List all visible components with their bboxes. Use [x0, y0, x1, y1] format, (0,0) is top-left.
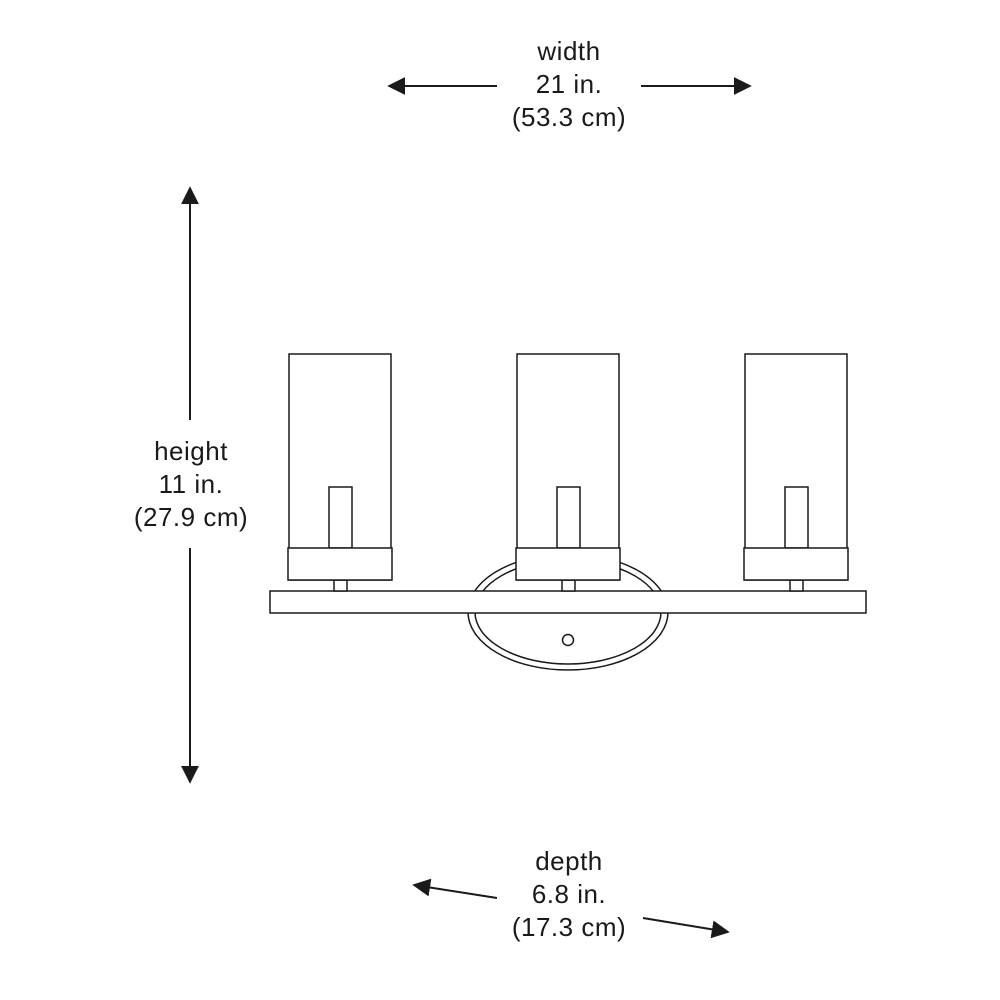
- depth-metric: (17.3 cm): [511, 912, 627, 942]
- height-imperial: 11 in.: [158, 469, 224, 499]
- shade-right: [743, 353, 849, 592]
- width-title: width: [537, 36, 601, 66]
- height-metric: (27.9 cm): [133, 502, 249, 532]
- width-imperial: 21 in.: [535, 69, 603, 99]
- mounting-hole: [561, 633, 575, 647]
- depth-arrow-right: [642, 917, 730, 939]
- height-label: height 11 in. (27.9 cm): [91, 435, 291, 534]
- shade-center: [515, 353, 621, 592]
- depth-title: depth: [535, 846, 603, 876]
- depth-label: depth 6.8 in. (17.3 cm): [469, 845, 669, 944]
- width-label: width 21 in. (53.3 cm): [469, 35, 669, 134]
- width-metric: (53.3 cm): [511, 102, 627, 132]
- depth-imperial: 6.8 in.: [531, 879, 607, 909]
- crossbar: [269, 590, 867, 614]
- depth-arrow-left: [412, 878, 498, 899]
- shade-left: [287, 353, 393, 592]
- height-title: height: [154, 436, 228, 466]
